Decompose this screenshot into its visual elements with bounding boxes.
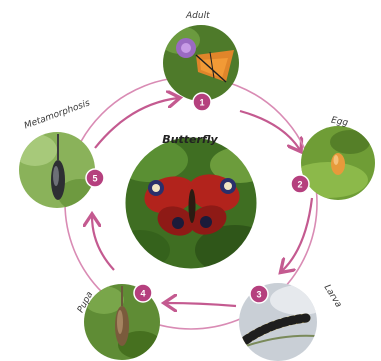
badge-number-4: 4: [140, 289, 145, 299]
arrow-2-to-3: [282, 198, 312, 271]
arrow-3-to-4: [166, 303, 236, 306]
badge-number-5: 5: [92, 174, 97, 184]
arrow-1-to-2: [240, 111, 300, 150]
arrow-4-to-5: [92, 216, 114, 270]
butterfly-photo: [110, 132, 275, 275]
stage-label-adult: Adult: [186, 11, 210, 21]
diagram-title: Butterfly: [150, 133, 230, 146]
badge-number-3: 3: [256, 290, 261, 300]
badge-number-2: 2: [297, 180, 302, 190]
badge-number-1: 1: [199, 98, 204, 108]
